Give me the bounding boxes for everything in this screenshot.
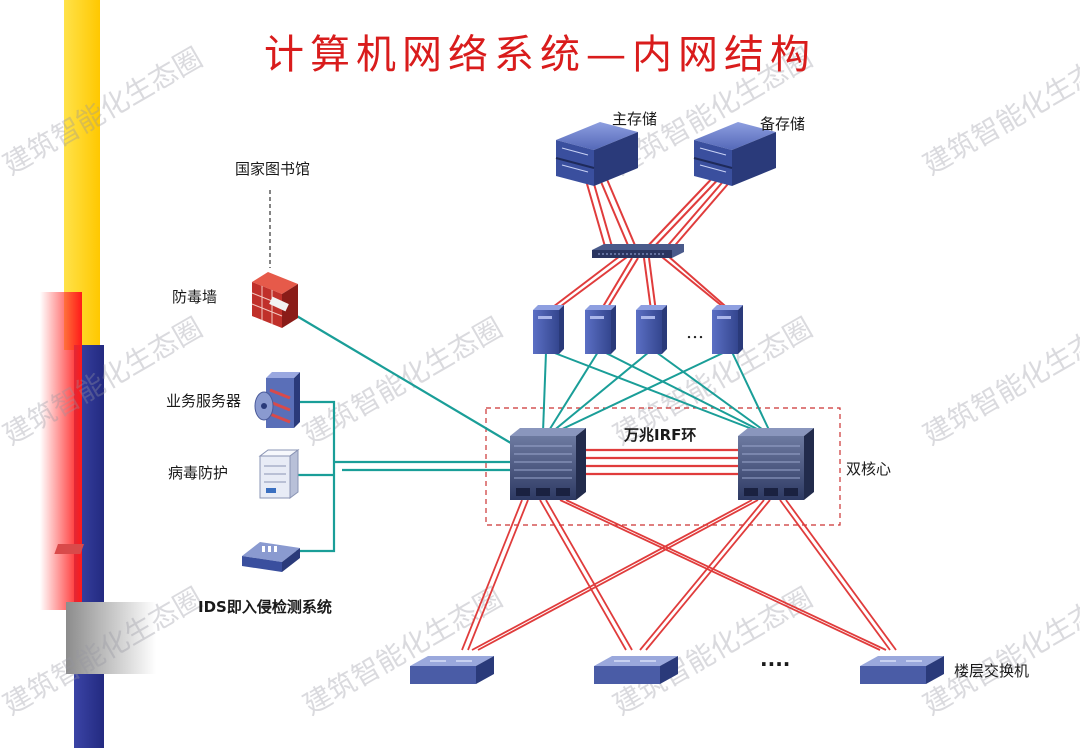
page-title: 计算机网络系统—内网结构: [264, 32, 816, 78]
core-switch-icon: [738, 428, 814, 500]
irf-ring-boundary: [485, 407, 841, 526]
dual-core-label: 双核心: [846, 460, 892, 478]
server-ellipsis: …: [686, 322, 704, 343]
yellow-bar: [64, 0, 100, 350]
backup-storage-label: 备存储: [760, 115, 806, 133]
floor-links: [461, 499, 897, 651]
server-icon: [533, 305, 564, 354]
server-icon: [712, 305, 743, 354]
core-switch-icon: [510, 428, 586, 500]
storage-switch-icon: [592, 244, 684, 258]
server-group-links: [296, 400, 510, 553]
server-icon: [585, 305, 616, 354]
backup-storage-icon: [693, 122, 776, 186]
national-library-label: 国家图书馆: [235, 160, 311, 178]
gray-gradient-bar: [66, 602, 156, 674]
floor-switch-icon: [860, 656, 944, 684]
core-server-links: [542, 351, 771, 433]
server-icon: [636, 305, 667, 354]
firewall-link: [289, 311, 527, 453]
main-storage-label: 主存储: [612, 110, 658, 128]
ids-label: IDS即入侵检测系统: [198, 598, 332, 616]
floor-switch-icon: [594, 656, 678, 684]
business-server-icon: [254, 372, 300, 428]
virus-protection-label: 病毒防护: [168, 464, 229, 482]
business-server-label: 业务服务器: [166, 392, 242, 410]
floor-switch-icon: [410, 656, 494, 684]
floor-switch-label: 楼层交换机: [954, 662, 1030, 680]
virus-protection-icon: [258, 449, 300, 499]
ids-icon: [54, 542, 300, 572]
firewall-icon: [251, 272, 298, 328]
server-links: [548, 255, 733, 313]
switch-ellipsis: ····: [760, 652, 791, 676]
irf-ring-links: [578, 448, 740, 476]
storage-links: [582, 169, 741, 251]
main-storage-icon: [555, 122, 638, 186]
firewall-label: 防毒墙: [172, 288, 218, 306]
red-gradient-bar: [40, 292, 82, 610]
irf-ring-label: 万兆IRF环: [624, 426, 697, 444]
